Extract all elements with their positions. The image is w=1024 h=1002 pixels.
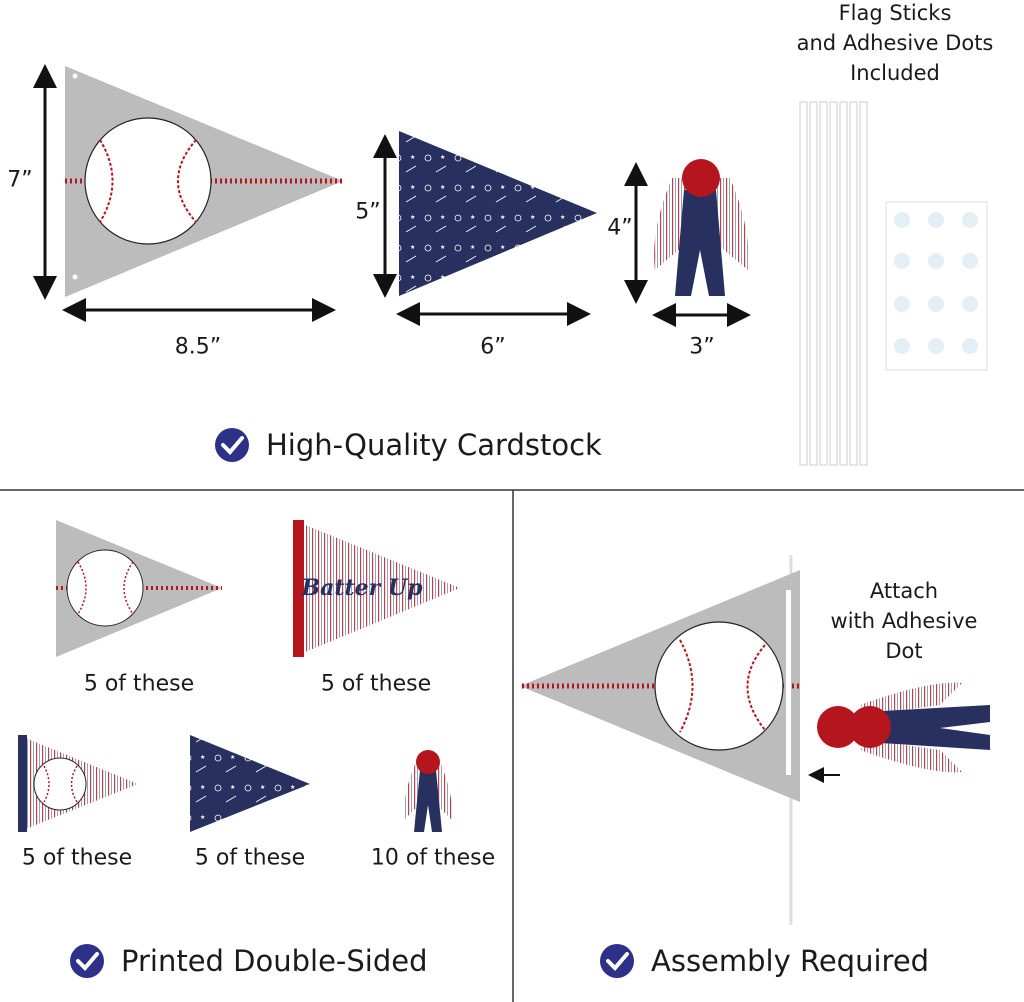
feature-label: High-Quality Cardstock xyxy=(266,428,602,462)
gray-baseball-pennant xyxy=(56,520,222,657)
small-baseball-pennant xyxy=(18,735,138,832)
count-label: 5 of these xyxy=(194,845,306,871)
caption-line: Flag Sticks xyxy=(838,1,952,25)
width-label: 8.5” xyxy=(174,334,222,360)
sideways-tassel xyxy=(817,682,990,773)
check-circle-icon xyxy=(215,428,249,462)
height-label: 4” xyxy=(607,215,633,241)
feature-label: Assembly Required xyxy=(651,944,930,978)
caption-line: with Adhesive xyxy=(830,609,978,633)
caption-line: Dot xyxy=(885,639,923,663)
count-label: 5 of these xyxy=(83,671,195,697)
feature-double-sided: Printed Double-Sided xyxy=(69,943,428,979)
feature-assembly: Assembly Required xyxy=(599,943,929,979)
navy-pattern-pennant xyxy=(190,735,310,832)
width-label: 6” xyxy=(480,334,506,360)
caption-line: and Adhesive Dots xyxy=(796,31,994,55)
feature-cardstock: High-Quality Cardstock xyxy=(214,427,602,463)
count-label: 5 of these xyxy=(21,845,133,871)
caption-line: Included xyxy=(850,61,940,85)
included-caption: Flag Sticks and Adhesive Dots Included xyxy=(797,0,994,88)
check-circle-icon xyxy=(70,944,104,978)
count-label: 10 of these xyxy=(370,845,496,871)
large-baseball-pennant xyxy=(65,66,343,297)
feature-label: Printed Double-Sided xyxy=(121,944,428,978)
medium-navy-pennant xyxy=(399,131,597,296)
batter-up-logo: Batter Up xyxy=(301,575,423,601)
height-label: 7” xyxy=(7,167,33,193)
caption-line: Attach xyxy=(869,579,939,603)
check-circle-icon xyxy=(600,944,634,978)
height-label: 5” xyxy=(355,199,381,225)
assembly-pennant xyxy=(520,570,800,802)
width-label: 3” xyxy=(689,334,715,360)
tassel-flag xyxy=(654,159,749,296)
attach-caption: Attach with Adhesive Dot xyxy=(831,576,978,666)
flag-sticks xyxy=(799,101,868,466)
small-tassel xyxy=(403,750,453,832)
adhesive-dots-sheet xyxy=(885,201,988,371)
count-label: 5 of these xyxy=(320,671,432,697)
batter-up-pennant xyxy=(293,520,460,657)
